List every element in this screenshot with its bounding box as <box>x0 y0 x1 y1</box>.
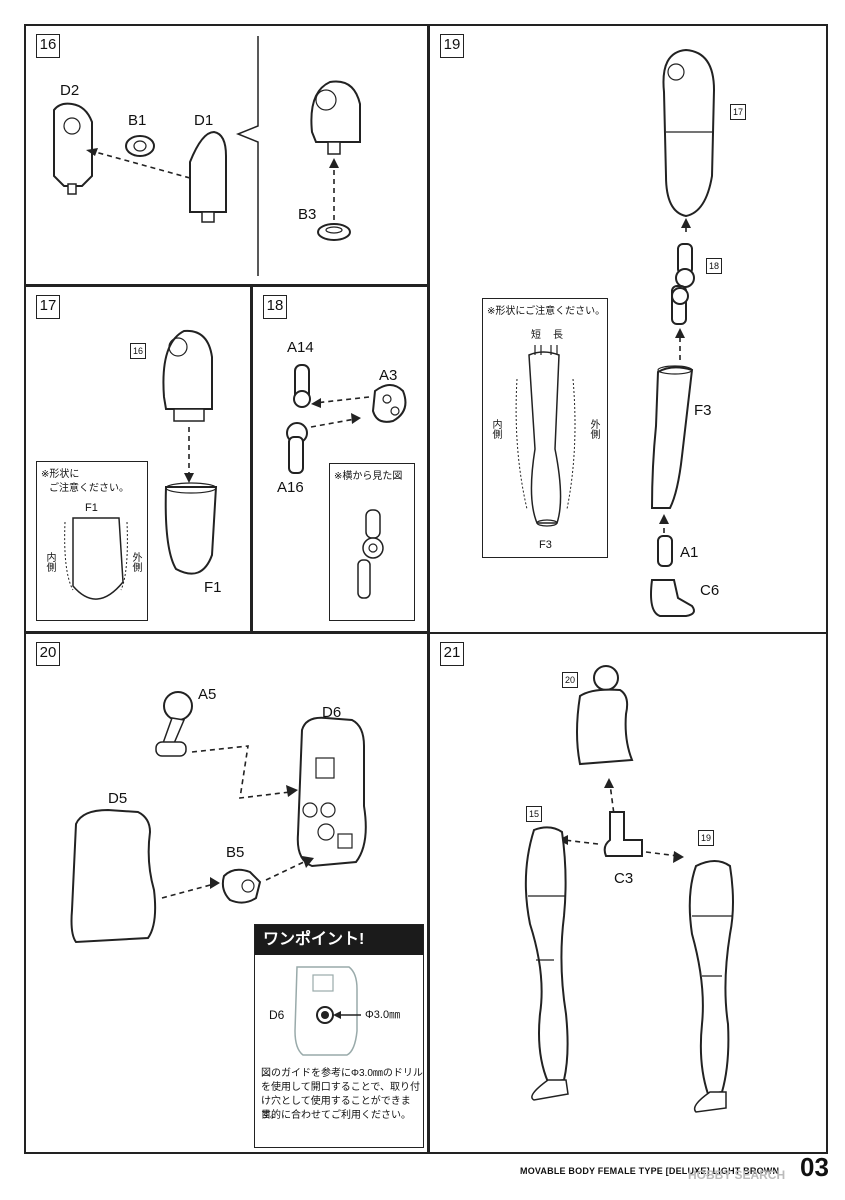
tip-text-line-1: 図のガイドを参考にΦ3.0㎜のドリル <box>261 1068 423 1079</box>
part-c3 <box>603 811 643 857</box>
part-assembled-15 <box>524 826 569 1084</box>
note-part-f3: F3 <box>539 539 552 551</box>
step-number: 17 <box>36 295 60 319</box>
page-number: 03 <box>800 1152 829 1182</box>
note-part-f1: F1 <box>85 502 98 514</box>
part-d2 <box>53 102 93 187</box>
step-17-illustration <box>162 329 218 575</box>
part-b3 <box>317 223 351 241</box>
tip-text-line-4: 目的に合わせてご利用ください。 <box>261 1110 411 1121</box>
note-outer: 外側 <box>588 419 599 439</box>
part-label-b1: B1 <box>128 112 147 129</box>
part-assembled-17 <box>662 48 716 218</box>
part-c6 <box>650 579 695 617</box>
side-view-shape <box>357 509 384 599</box>
part-label-d5: D5 <box>108 790 128 807</box>
step-19-illustration <box>650 48 716 617</box>
part-a3 <box>371 384 407 423</box>
step-number: 18 <box>263 295 287 319</box>
ref-step-19: 19 <box>698 830 714 846</box>
tip-text-line-3: け穴として使用することができます。 <box>261 1096 411 1121</box>
ref-step-18: 18 <box>706 258 722 274</box>
side-view-note-box: ※横から見た図 <box>329 463 415 621</box>
tip-d6-drawing <box>294 966 361 1056</box>
part-label-a3: A3 <box>379 367 398 384</box>
part-d1 <box>189 130 227 213</box>
ref-step-15: 15 <box>526 806 542 822</box>
step-number: 21 <box>440 642 464 666</box>
note-f3-shape <box>515 345 576 527</box>
step-20-panel: 20 A5 D6 D5 B5 ワンポイント! D6 Φ3.0㎜ <box>24 632 429 1154</box>
step-16-illustration <box>53 36 361 276</box>
note-inner: 内側 <box>44 552 55 572</box>
part-label-d1: D1 <box>194 112 214 129</box>
note-title: ※形状にご注意ください。 <box>487 306 606 317</box>
step-18-illustration <box>286 364 407 474</box>
part-b1 <box>125 135 155 157</box>
tip-part-d6: D6 <box>269 1008 285 1022</box>
note-long: 長 <box>553 330 563 341</box>
step-16-panel: 16 D2 B1 D1 B3 <box>24 24 429 286</box>
part-label-b3: B3 <box>298 206 317 223</box>
side-view-title: ※横から見た図 <box>334 471 403 482</box>
note-inner: 内側 <box>490 419 501 439</box>
ref-step-20: 20 <box>562 672 578 688</box>
part-label-f3: F3 <box>694 402 712 419</box>
step-18-panel: 18 A14 A3 A16 ※横から見た図 <box>251 285 429 633</box>
part-f1 <box>164 486 218 575</box>
note-line-1: ※形状に <box>41 469 80 480</box>
part-label-b5: B5 <box>226 844 245 861</box>
ref-step-17: 17 <box>730 104 746 120</box>
one-point-tip-box: ワンポイント! D6 Φ3.0㎜ 図のガイドを参考にΦ3.0㎜のドリル を使用し… <box>254 924 424 1148</box>
ref-step-16: 16 <box>130 343 146 359</box>
part-assembled-19-leg <box>688 860 734 1096</box>
step-17-panel: 17 16 F1 ※形状に ご注意ください。 F1 内側 外側 <box>24 285 252 633</box>
step-20-illustration <box>70 691 367 944</box>
part-label-a1: A1 <box>680 544 699 561</box>
tip-title: ワンポイント! <box>255 925 423 955</box>
step-number: 19 <box>440 34 464 58</box>
part-assembled-20 <box>576 688 634 766</box>
part-f3 <box>650 366 694 509</box>
step-21-illustration <box>524 665 734 1113</box>
note-f1-shape <box>64 517 128 600</box>
tip-diameter: Φ3.0㎜ <box>365 1009 401 1021</box>
part-label-c6: C6 <box>700 582 720 599</box>
step-21-panel: 21 20 15 19 C3 <box>428 632 828 1154</box>
part-a1 <box>657 535 673 567</box>
note-line-2: ご注意ください。 <box>49 483 129 494</box>
watermark: HOBBY SEARCH <box>688 1168 786 1182</box>
part-assembled-20-ball <box>593 665 619 691</box>
part-label-a14: A14 <box>287 339 314 356</box>
step-19-panel: 19 17 18 F3 A1 C6 ※形状にご注意ください。 短 長 内側 外側… <box>428 24 828 634</box>
part-label-d2: D2 <box>60 82 80 99</box>
part-assembled-d1 <box>310 80 361 143</box>
step-number: 16 <box>36 34 60 58</box>
part-label-c3: C3 <box>614 870 634 887</box>
part-label-f1: F1 <box>204 579 222 596</box>
part-assembled-16 <box>162 329 213 410</box>
note-short: 短 <box>531 330 541 341</box>
part-label-d6: D6 <box>322 704 342 721</box>
part-label-a5: A5 <box>198 686 217 703</box>
note-outer: 外側 <box>130 552 141 572</box>
step-number: 20 <box>36 642 60 666</box>
part-d5 <box>70 808 157 944</box>
footer-title: MOVABLE BODY FEMALE TYPE [DELUXE] LIGHT … <box>520 1166 780 1176</box>
part-a5 <box>163 691 193 721</box>
part-d6 <box>296 716 367 868</box>
part-label-a16: A16 <box>277 479 304 496</box>
shape-note-box: ※形状にご注意ください。 短 長 内側 外側 F3 <box>482 298 608 558</box>
shape-note-box: ※形状に ご注意ください。 F1 内側 外側 <box>36 461 148 621</box>
tip-text-line-2: を使用して開口することで、取り付 <box>261 1082 420 1093</box>
